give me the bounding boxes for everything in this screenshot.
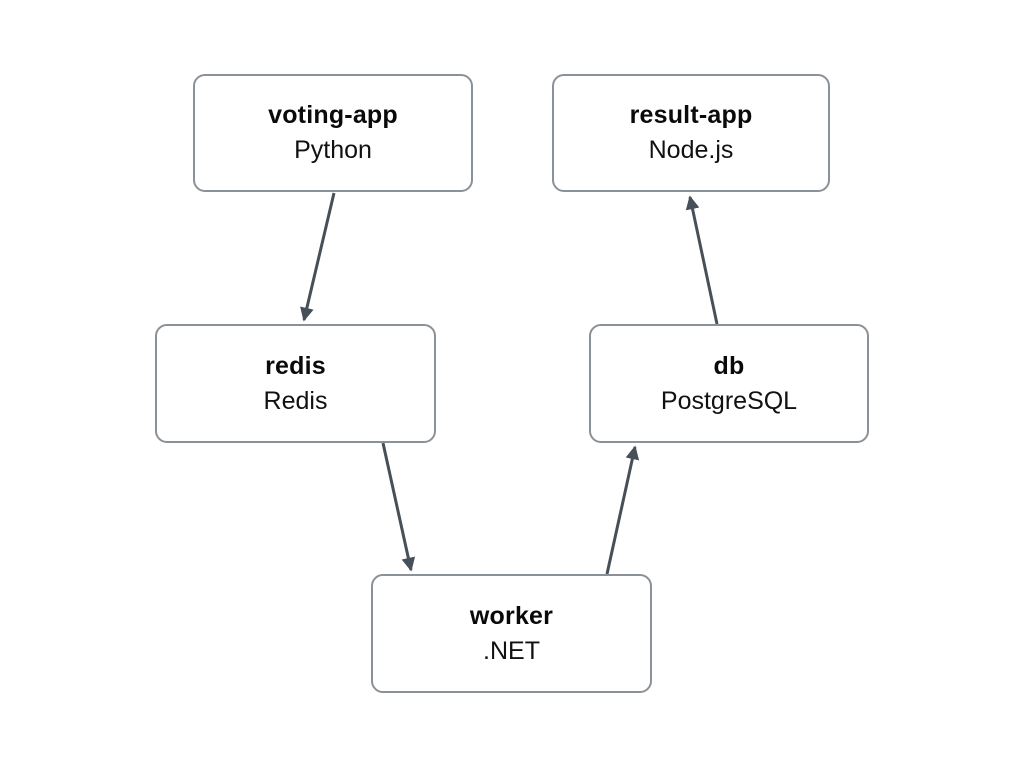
node-db: db PostgreSQL [589,324,869,443]
edge-db-to-result-app [685,195,719,325]
node-result-app-title: result-app [629,101,753,129]
edge-redis-to-worker [381,442,416,572]
node-result-app: result-app Node.js [552,74,830,192]
node-voting-app-subtitle: Python [294,136,372,164]
node-db-title: db [713,351,745,380]
node-voting-app: voting-app Python [193,74,473,192]
edge-worker-to-db [605,445,640,575]
edge-voting-app-to-redis [300,192,336,322]
node-redis-subtitle: Redis [263,386,328,415]
node-redis-title: redis [265,351,326,380]
node-worker: worker .NET [371,574,652,693]
node-voting-app-title: voting-app [268,101,398,129]
node-redis: redis Redis [155,324,436,443]
node-worker-title: worker [469,601,554,630]
node-worker-subtitle: .NET [483,636,540,665]
node-result-app-subtitle: Node.js [648,136,734,164]
node-db-subtitle: PostgreSQL [660,386,798,415]
